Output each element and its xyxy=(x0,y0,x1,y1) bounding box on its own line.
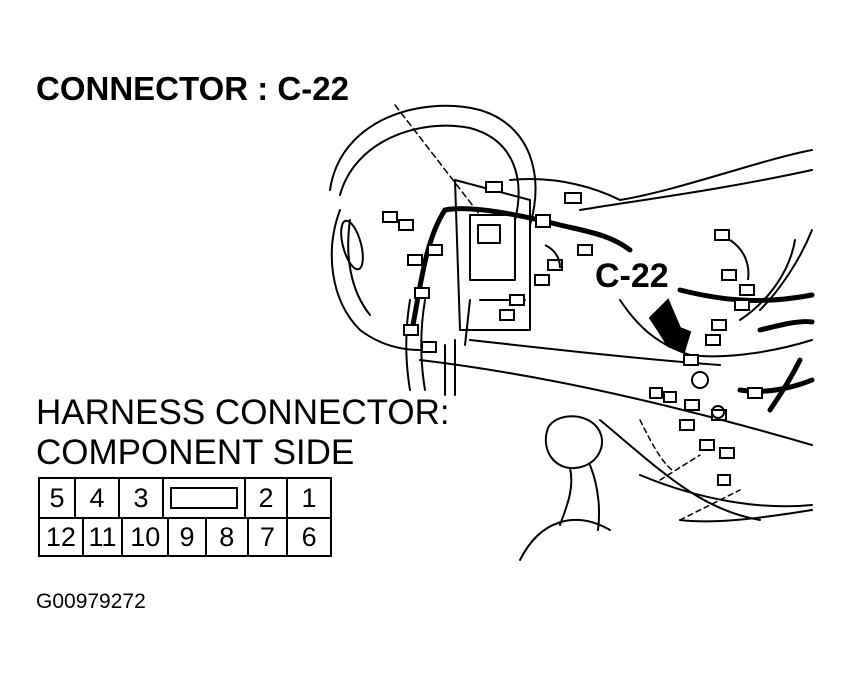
pin-2: 2 xyxy=(246,479,288,517)
harness-heading: HARNESS CONNECTOR: COMPONENT SIDE xyxy=(36,393,450,473)
pinout-bottom-row: 12 11 10 9 8 7 6 xyxy=(40,518,330,556)
pin-6: 6 xyxy=(301,522,317,552)
dashboard-top-edge xyxy=(509,149,813,201)
wire-harness-main xyxy=(442,206,633,253)
connector-title: CONNECTOR : C-22 xyxy=(36,70,349,107)
steering-axis-line xyxy=(394,104,481,216)
gear-shift-knob xyxy=(544,415,604,470)
harness-heading-line2: COMPONENT SIDE xyxy=(36,433,355,472)
connector-pinout: 5 4 3 2 1 12 11 10 9 8 7 6 xyxy=(38,477,332,557)
pin-5: 5 xyxy=(40,479,76,517)
pointer-arrow xyxy=(648,298,692,354)
center-console xyxy=(454,179,531,331)
pin-7: 7 xyxy=(249,518,289,556)
pin-1: 1 xyxy=(301,483,317,513)
pin-9: 9 xyxy=(169,518,207,556)
pin-3: 3 xyxy=(120,479,164,517)
pin-10: 10 xyxy=(123,518,170,556)
steering-wheel-rim xyxy=(329,104,537,226)
pin-11: 11 xyxy=(84,518,124,556)
pin-4: 4 xyxy=(76,479,120,517)
key-slot-outline xyxy=(170,487,238,509)
figure-id: G00979272 xyxy=(36,590,146,613)
pin-8: 8 xyxy=(207,518,249,556)
connector-callout-label: C-22 xyxy=(595,257,669,295)
pinout-top-row: 5 4 3 2 1 xyxy=(40,479,330,519)
harness-heading-line1: HARNESS CONNECTOR: xyxy=(36,393,450,432)
connector-key-slot xyxy=(164,479,246,517)
vent-left xyxy=(340,219,364,271)
dashboard-lower-line xyxy=(419,359,813,446)
pin-12: 12 xyxy=(40,518,84,556)
